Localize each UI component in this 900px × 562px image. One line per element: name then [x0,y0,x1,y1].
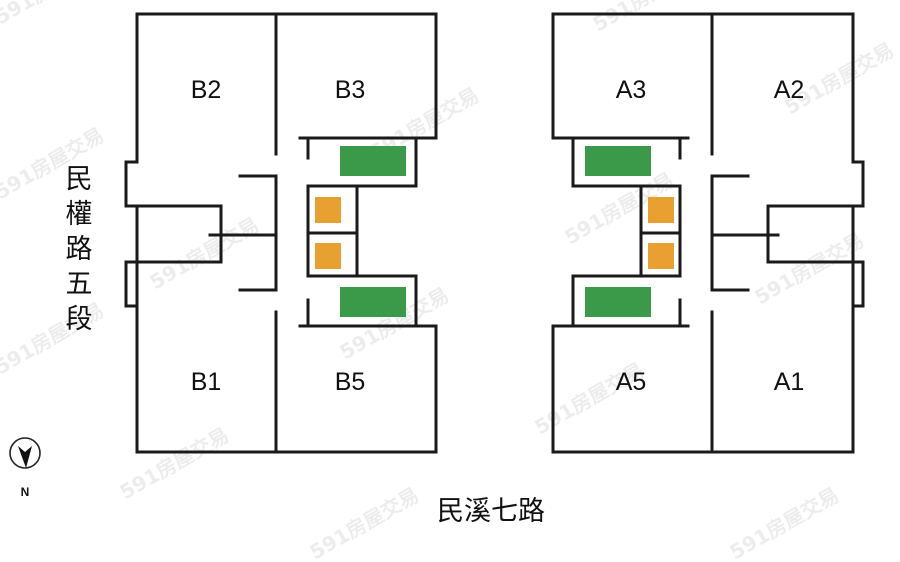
stair-bottom [585,287,651,317]
corridor-wall [208,174,278,292]
elevator-2 [315,243,341,269]
stair-bottom [340,287,406,317]
stair-top [585,146,651,176]
stair-top [340,146,406,176]
unit-label-a1: A1 [774,368,805,396]
unit-label-b5: B5 [335,368,366,396]
building-b-outer-wall [124,12,438,454]
road-label-south: 民溪七路 [437,496,545,527]
watermark: 591房屋交易 [146,213,263,295]
road-char: 權 [66,199,93,230]
watermark: 591房屋交易 [726,483,843,562]
road-char: 民 [66,164,93,195]
elevator-2 [648,243,674,269]
watermark: 591房屋交易 [589,0,706,36]
building-a: A3 A2 A5 A1 [551,12,865,454]
building-b: B2 B3 B1 B5 [124,12,438,454]
watermark: 591房屋交易 [116,423,233,505]
unit-label-b2: B2 [191,76,222,104]
unit-label-b1: B1 [191,368,222,396]
unit-label-a5: A5 [616,368,647,396]
elevator-1 [648,197,674,223]
corridor-wall [710,174,780,292]
unit-label-a3: A3 [616,76,647,104]
road-label-west: 民 權 路 五 段 [66,164,93,335]
road-char: 段 [66,304,93,335]
unit-label-a2: A2 [774,76,805,104]
stair-enclosure-bottom [571,274,682,328]
stair-enclosure-bottom [306,274,418,328]
watermark: 591房屋交易 [306,483,423,562]
north-label: N [21,485,30,499]
unit-label-b3: B3 [335,76,366,104]
building-a-outer-wall [551,12,865,454]
road-char: 五 [66,269,93,300]
road-char: 路 [66,234,93,265]
north-arrow-icon [9,437,41,469]
watermark: 591房屋交易 [0,0,108,29]
elevator-1 [315,197,341,223]
